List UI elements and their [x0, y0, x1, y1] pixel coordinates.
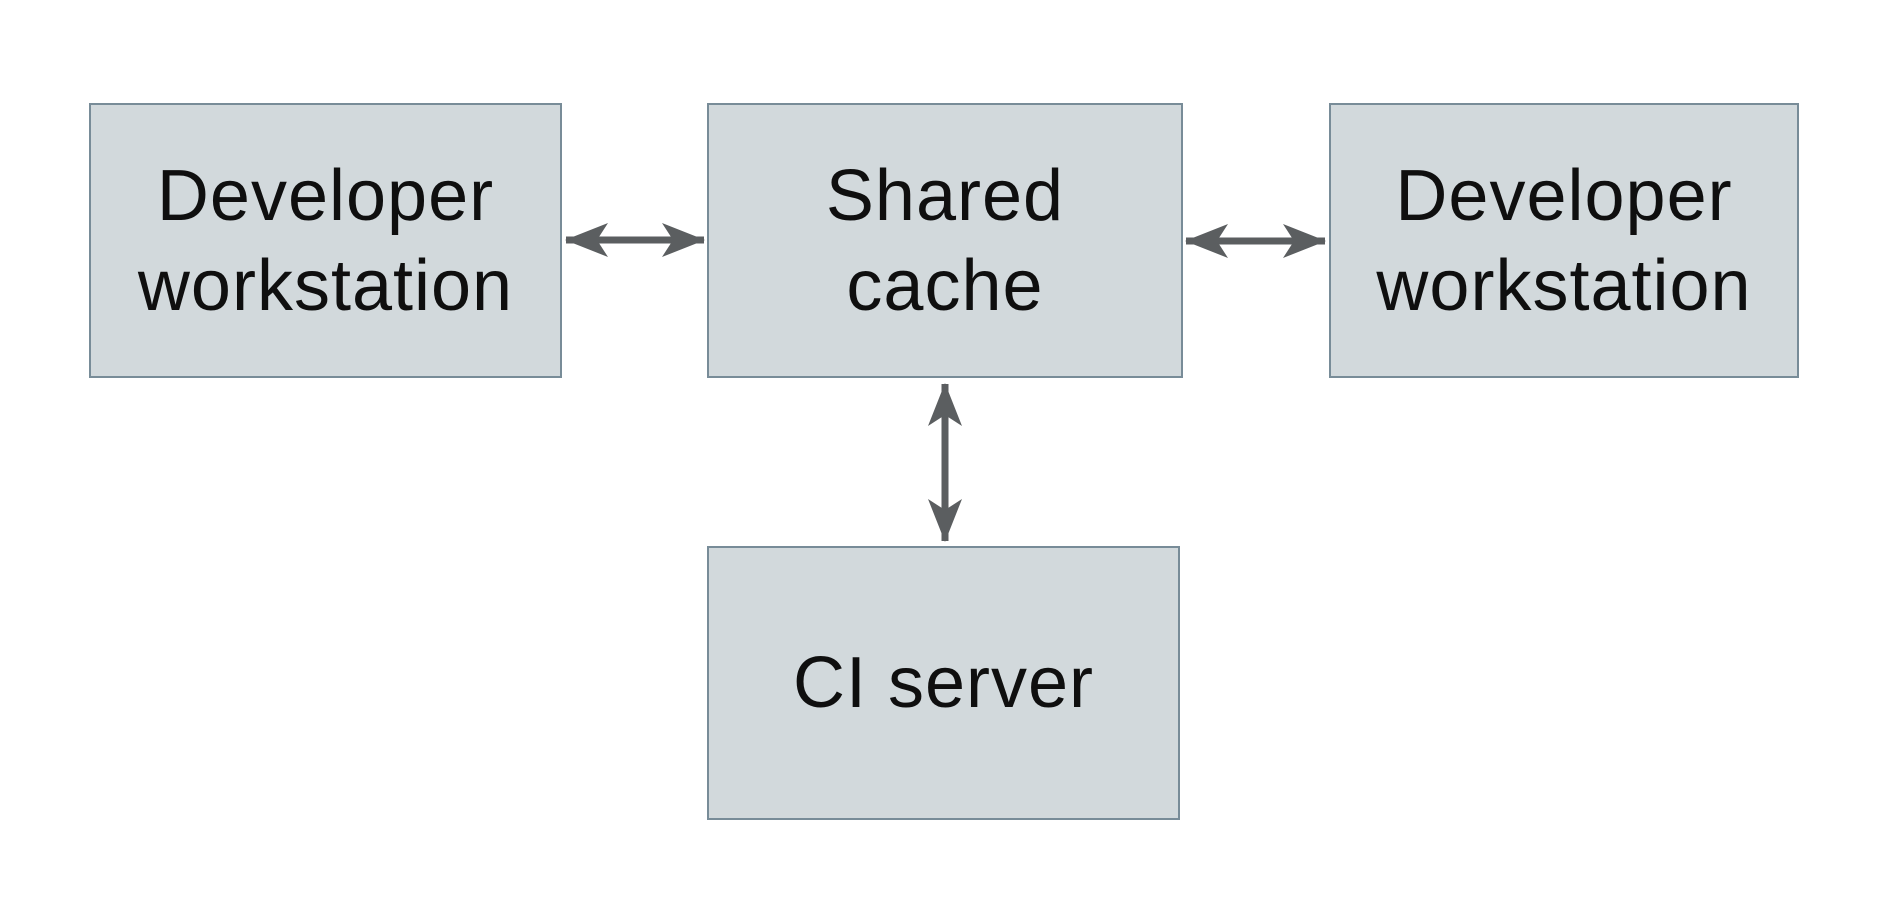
node-label: Developer workstation: [137, 155, 514, 326]
node-shared-cache: Shared cache: [707, 103, 1183, 378]
node-label: CI server: [792, 643, 1095, 723]
node-developer-workstation-right: Developer workstation: [1329, 103, 1799, 378]
node-label: Developer workstation: [1376, 155, 1752, 326]
node-developer-workstation-left: Developer workstation: [89, 103, 562, 378]
node-label: Shared cache: [825, 155, 1065, 326]
node-ci-server: CI server: [707, 546, 1180, 820]
